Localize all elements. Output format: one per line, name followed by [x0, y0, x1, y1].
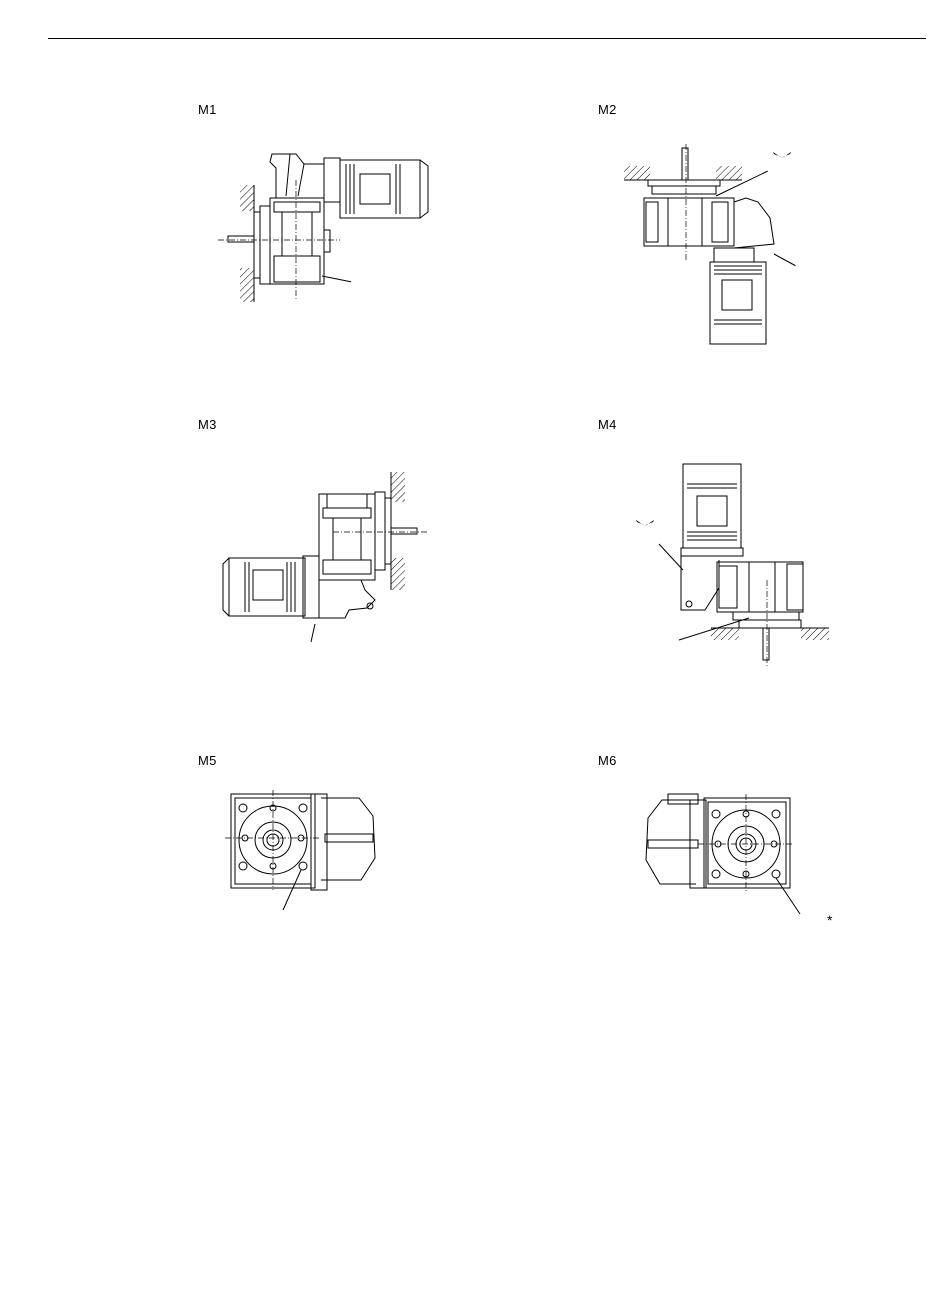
drawing-m4	[625, 460, 845, 680]
footnote-asterisk: *	[827, 912, 832, 928]
drawing-m6	[640, 790, 840, 950]
label-m6: M6	[598, 753, 617, 768]
drawing-m2	[620, 140, 840, 350]
label-m2: M2	[598, 102, 617, 117]
label-m4: M4	[598, 417, 617, 432]
drawing-m1	[200, 140, 440, 320]
drawing-m5	[225, 790, 385, 950]
label-m5: M5	[198, 753, 217, 768]
label-m1: M1	[198, 102, 217, 117]
label-m3: M3	[198, 417, 217, 432]
drawing-m3	[215, 470, 445, 680]
header-rule	[48, 38, 926, 39]
